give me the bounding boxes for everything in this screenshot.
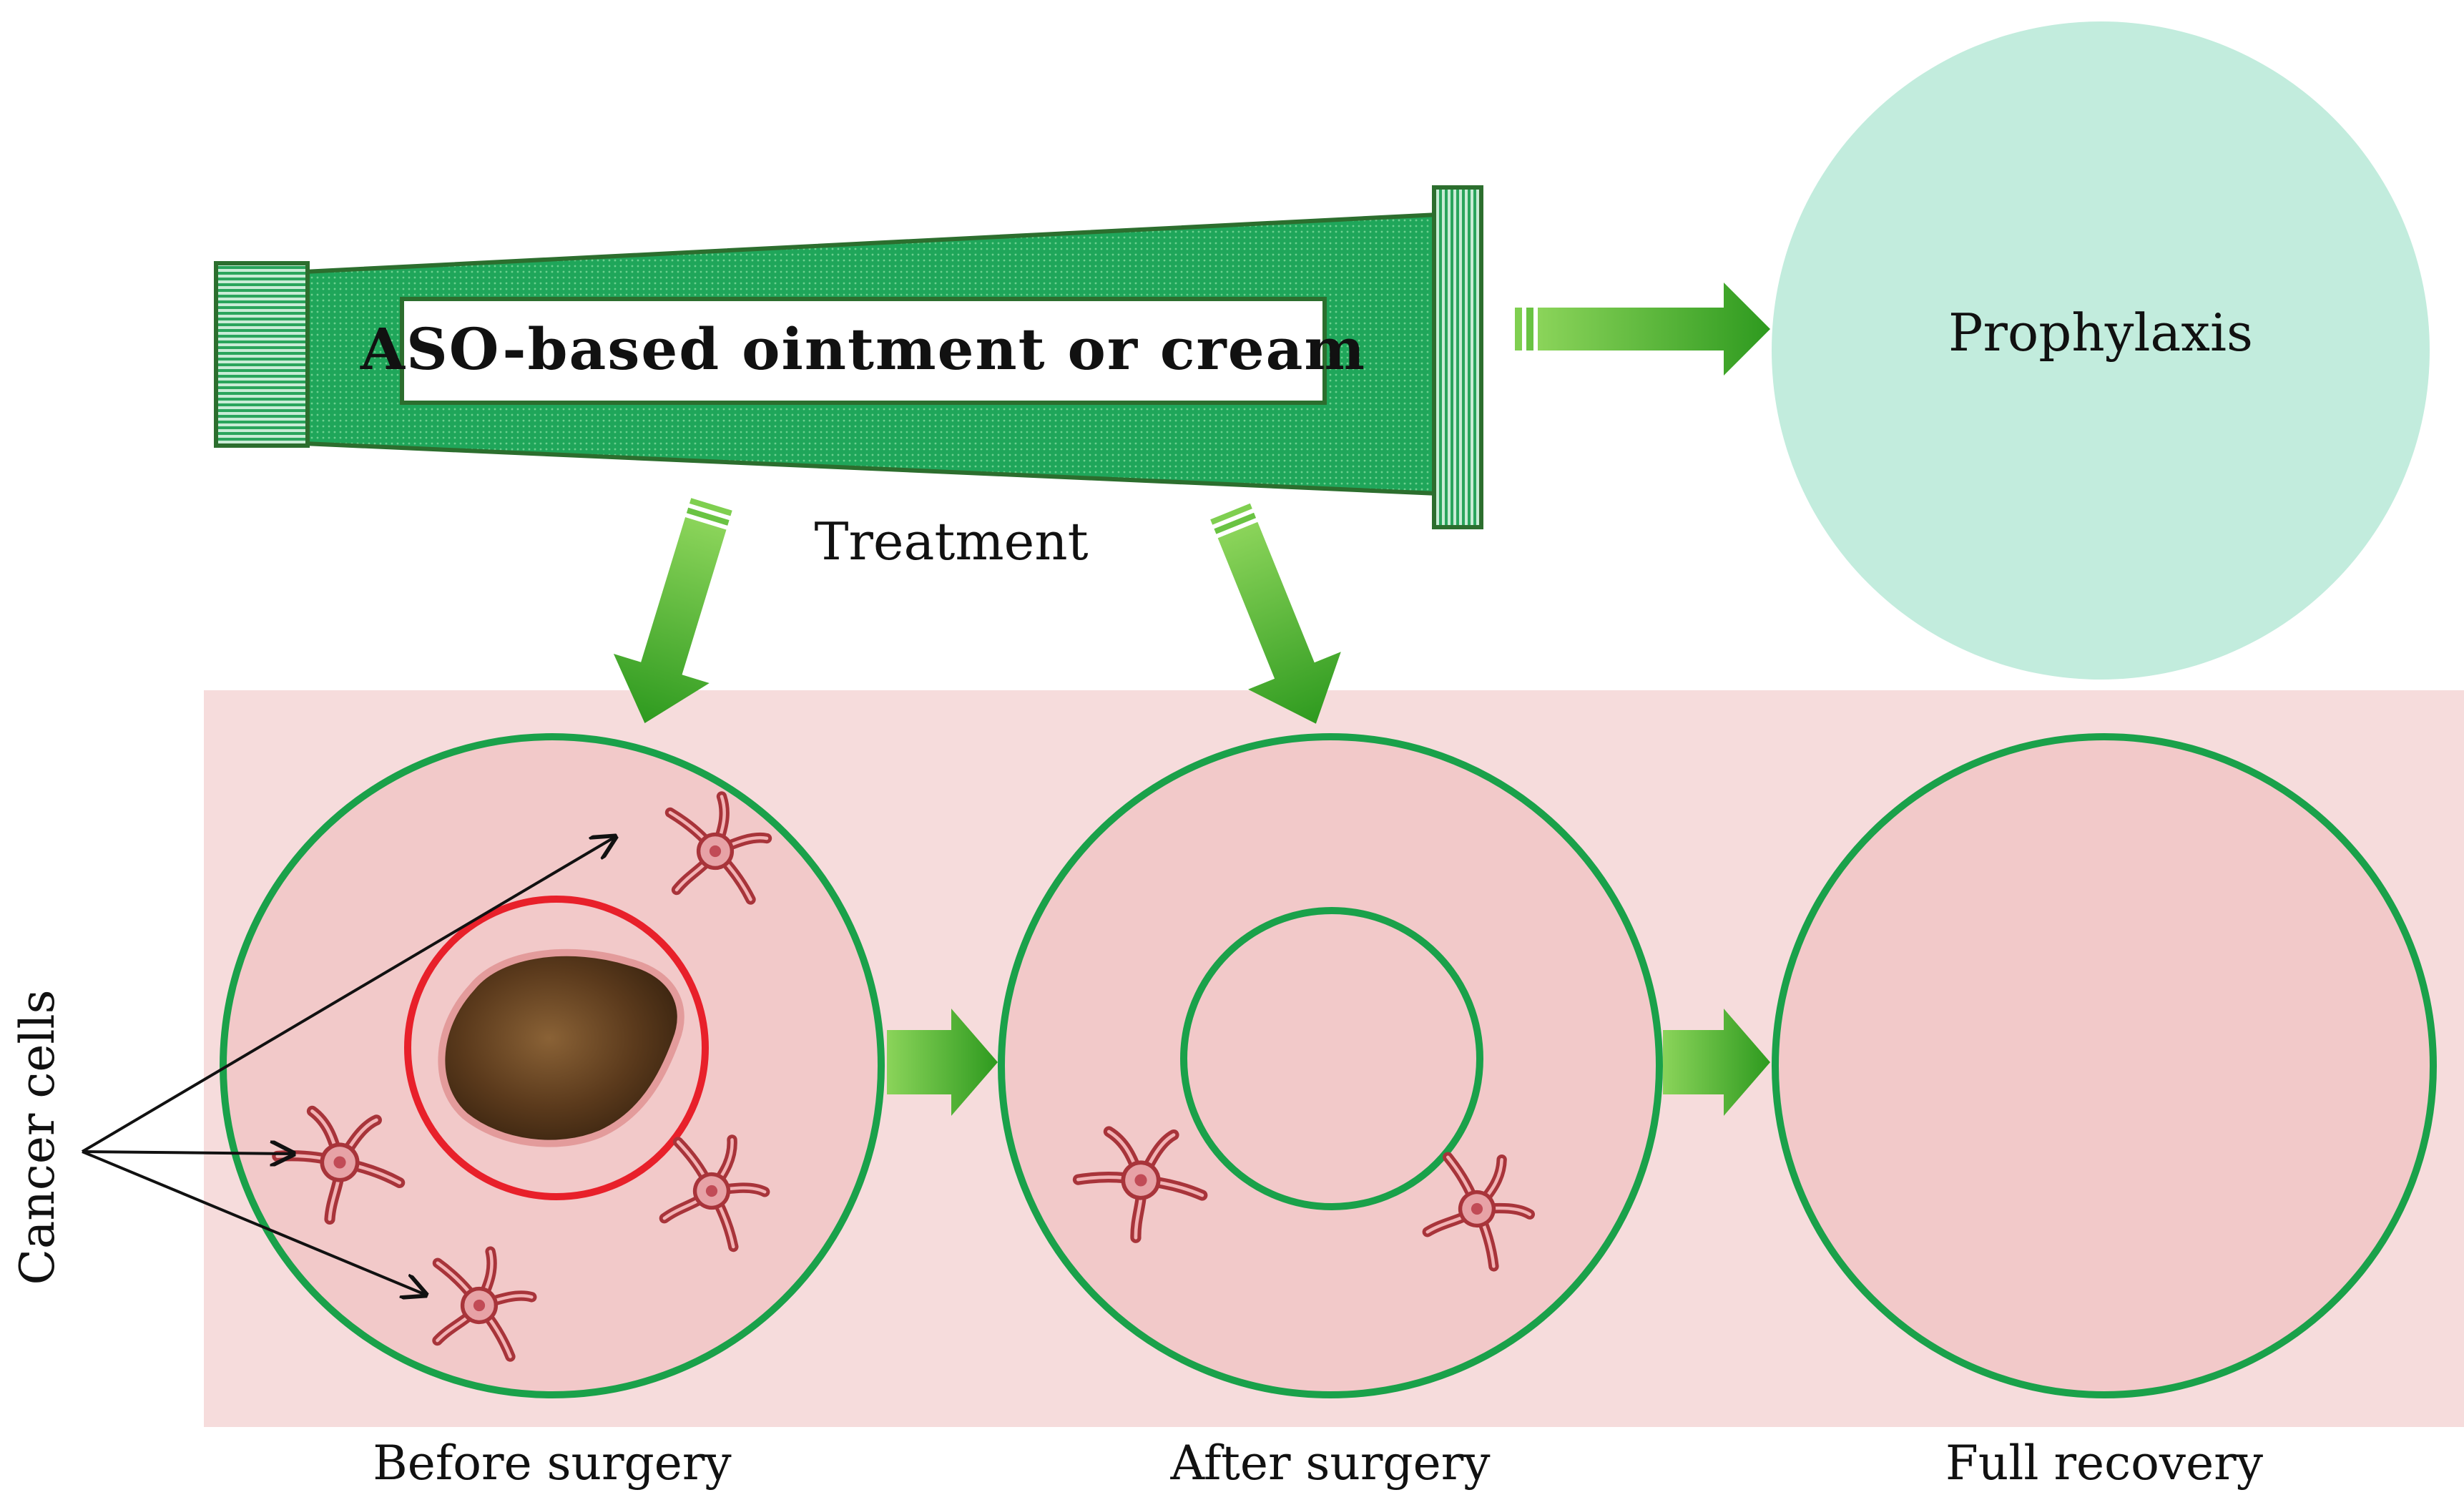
stage-label-before-surgery: Before surgery [373,1436,732,1491]
arrow-stage-1-to-2 [887,1009,998,1116]
stage-after-surgery [998,733,1663,1398]
cancer-cells-label: Cancer cells [10,989,65,1285]
tube-crimp-end [214,261,310,448]
prophylaxis-circle [1772,21,2430,680]
treatment-arrow-right [1210,503,1341,724]
treatment-label: Treatment [814,511,1088,572]
tube-label-box [400,297,1327,405]
tube-cap [1432,185,1483,529]
stage-before-surgery [220,733,885,1398]
ointment-tube: ASO-based ointment or cream [214,185,1483,529]
excision-ring [1180,907,1483,1210]
stage-label-after-surgery: After surgery [1169,1436,1491,1491]
arrow-stage-2-to-3 [1663,1009,1770,1116]
stage-full-recovery [1772,733,2437,1398]
treatment-arrow-left [613,498,732,724]
stage-label-full-recovery: Full recovery [1945,1436,2264,1491]
arrow-to-prophylaxis [1515,283,1770,376]
prophylaxis-label: Prophylaxis [1948,303,2253,363]
cancer-cells-pointers [81,837,615,1295]
tube-label: ASO-based ointment or cream [360,315,1366,383]
tumor-margin-ring [404,896,709,1200]
tumor [438,948,684,1147]
